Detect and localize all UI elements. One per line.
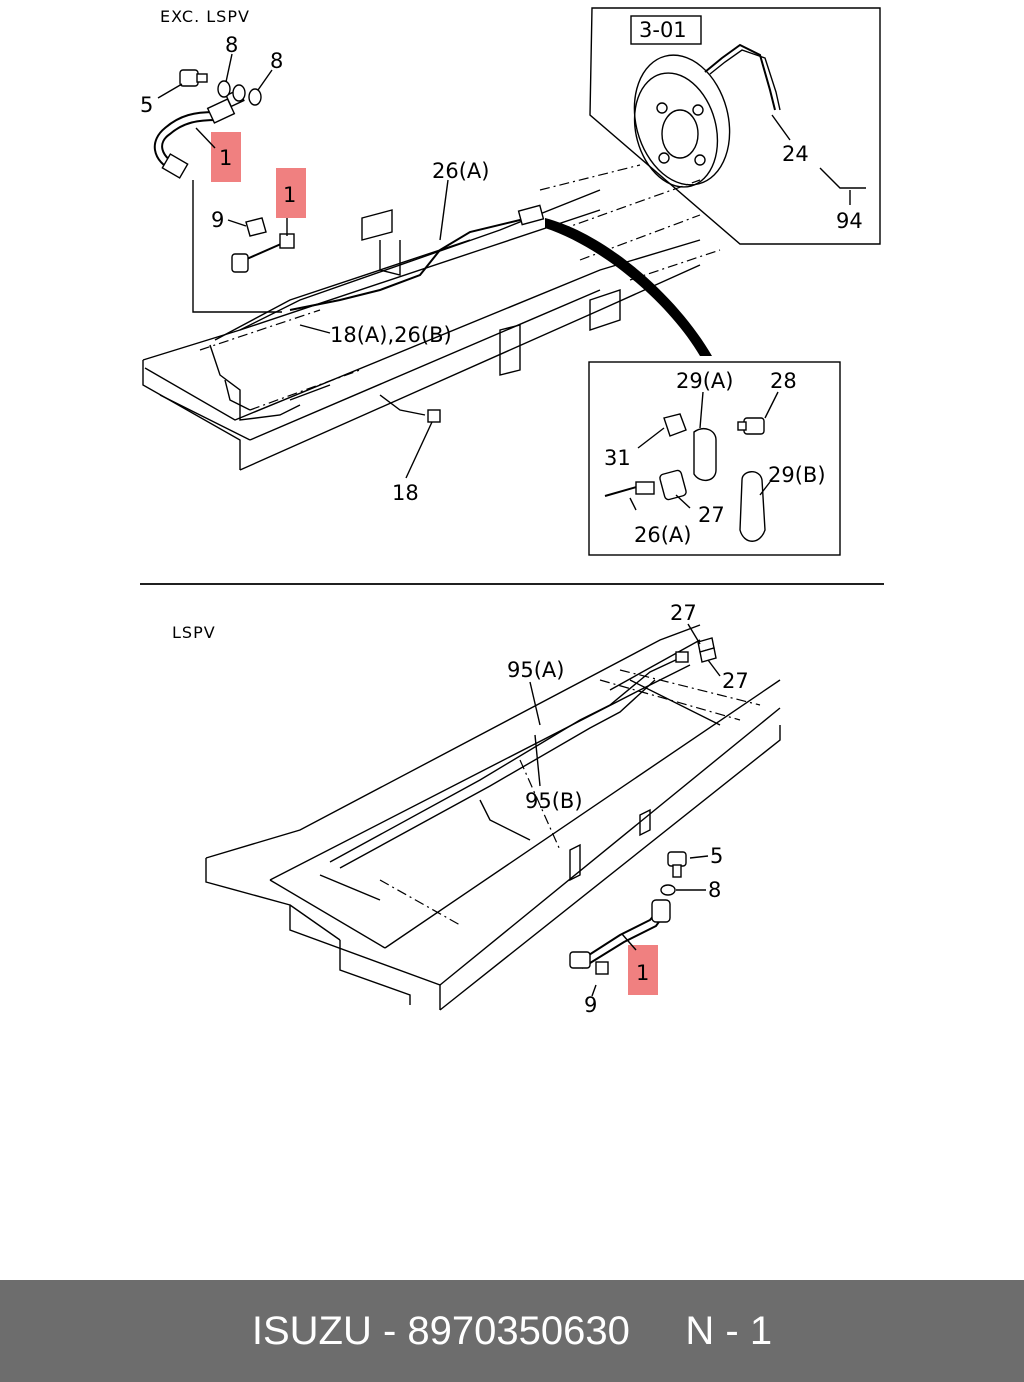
chassis-frame-top: [142, 164, 721, 471]
label-27-bottom-b: 27: [722, 669, 749, 693]
label-29b: 29(B): [768, 463, 826, 487]
highlight-part-1c: [628, 945, 658, 995]
label-27-bottom-a: 27: [670, 601, 697, 625]
hose-assembly-lower: [569, 899, 671, 975]
bolt-5-lower: [667, 851, 687, 878]
label-27: 27: [698, 503, 725, 527]
inset-backplate: [589, 7, 881, 245]
label-3-01: 3-01: [639, 18, 687, 42]
inset-clamp: [588, 361, 841, 556]
callout-arrow: [545, 218, 712, 356]
bolt-5: [179, 69, 208, 87]
label-5: 5: [140, 93, 153, 117]
label-18a-26b: 18(A),26(B): [330, 323, 452, 347]
label-9-lower: 9: [584, 993, 597, 1017]
label-8-lower: 8: [708, 878, 721, 902]
label-24: 24: [782, 142, 809, 166]
label-8b: 8: [270, 49, 283, 73]
label-95b: 95(B): [525, 789, 583, 813]
label-31: 31: [604, 446, 631, 470]
label-28: 28: [770, 369, 797, 393]
label-1-lower: 1: [636, 961, 649, 985]
brake-lines-95: [329, 651, 689, 869]
highlight-part-1b: [276, 168, 306, 218]
footer-bar: ISUZU - 8970350630 N - 1: [0, 1280, 1024, 1382]
washers-8: [217, 80, 262, 106]
chassis-frame-bottom: [205, 624, 781, 1011]
parts-diagram: EXC. LSPV 8 8 5 1 9 1: [140, 7, 884, 1017]
footer-part-number: ISUZU - 8970350630 N - 1: [251, 1308, 773, 1353]
section-title-lspv: LSPV: [172, 623, 216, 642]
label-95a: 95(A): [507, 658, 564, 682]
clip-9: [245, 217, 267, 237]
section-title-exc-lspv: EXC. LSPV: [160, 7, 250, 26]
label-94: 94: [836, 209, 863, 233]
label-1a: 1: [219, 146, 232, 170]
highlight-part-1a: [211, 132, 241, 182]
label-1b: 1: [283, 183, 296, 207]
label-18: 18: [392, 481, 419, 505]
label-26a-inset: 26(A): [634, 523, 691, 547]
brake-hose-upper: [153, 88, 245, 179]
hose-fitting: [231, 233, 295, 273]
label-9: 9: [211, 208, 224, 232]
label-26a: 26(A): [432, 159, 489, 183]
label-5-lower: 5: [710, 844, 723, 868]
label-29a: 29(A): [676, 369, 733, 393]
clips-27-bottom: [697, 637, 717, 663]
label-8a: 8: [225, 33, 238, 57]
washer-8-lower: [660, 884, 676, 896]
fitting-18: [427, 409, 441, 423]
